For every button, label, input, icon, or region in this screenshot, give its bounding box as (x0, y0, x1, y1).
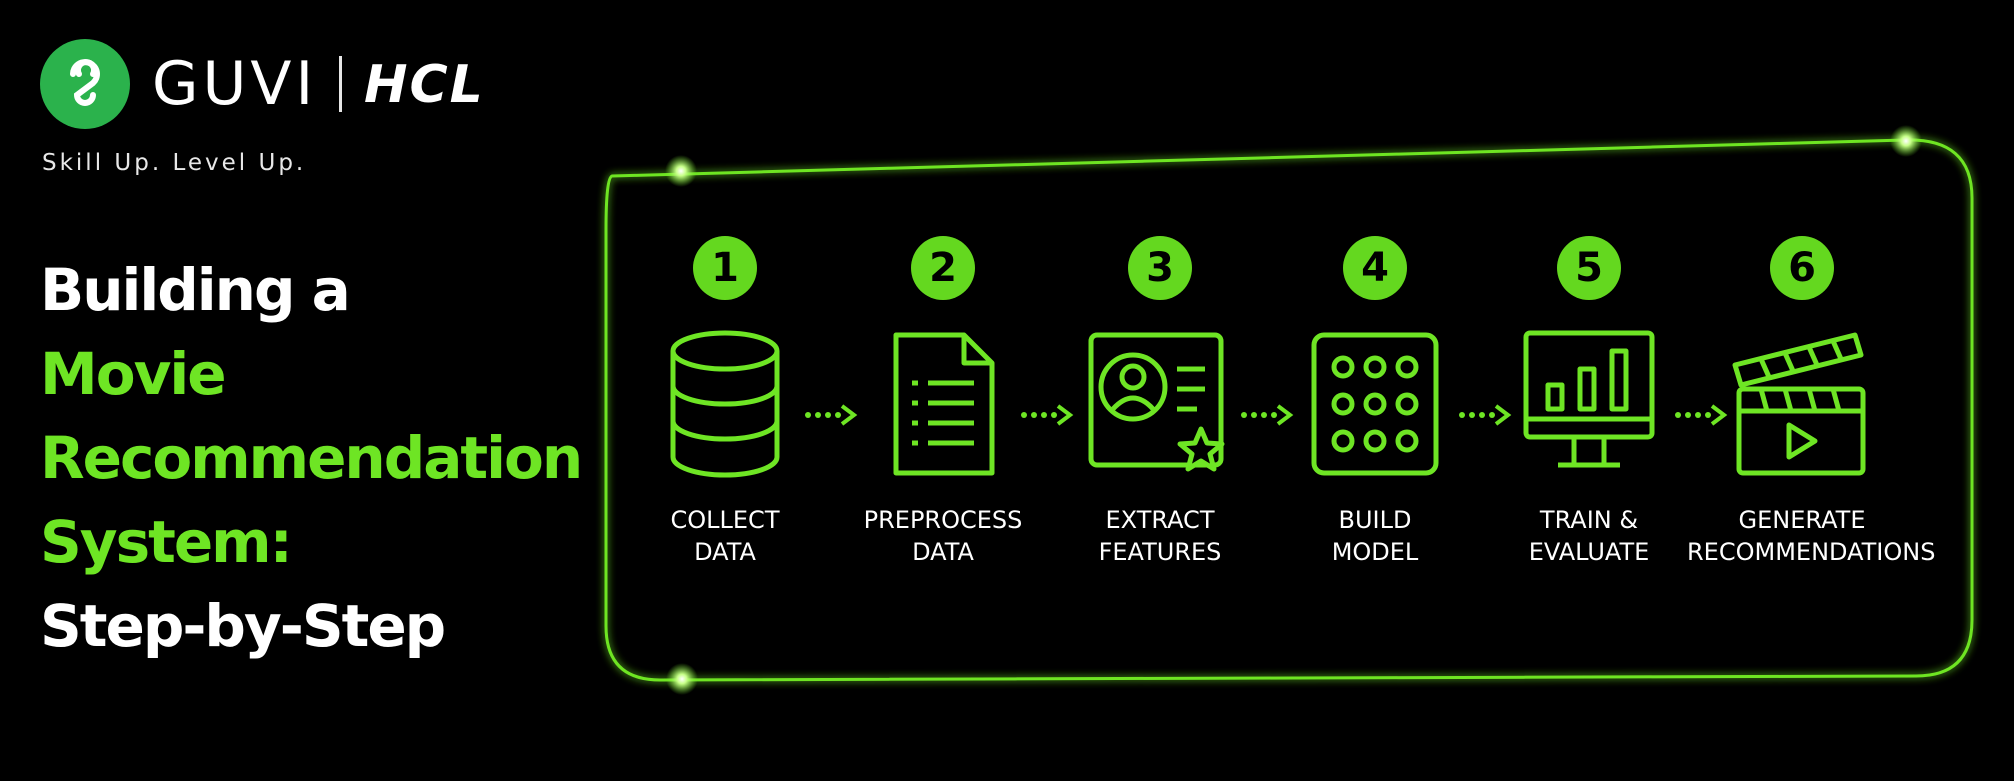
step-number-badge: 5 (1557, 236, 1621, 300)
step-number-badge: 2 (911, 236, 975, 300)
monitor-chart-icon (1474, 324, 1704, 484)
step-number-badge: 1 (693, 236, 757, 300)
step-number-badge: 6 (1770, 236, 1834, 300)
spark-icon (1890, 125, 1922, 157)
title-line-1: Building a (40, 256, 351, 324)
arrow-right-icon (1021, 404, 1074, 426)
title-line-3: Recommendation (40, 424, 583, 492)
hcl-wordmark: HCL (364, 60, 485, 108)
step-label: TRAIN &EVALUATE (1528, 506, 1650, 566)
arrow-right-icon (1241, 404, 1294, 426)
tagline: Skill Up. Level Up. (42, 150, 307, 176)
step-number-badge: 3 (1128, 236, 1192, 300)
logo-divider (339, 56, 343, 112)
spark-icon (665, 155, 697, 187)
title-line-5: Step-by-Step (40, 592, 446, 660)
grid-dots-icon (1260, 324, 1490, 484)
guvi-logo-icon (40, 39, 130, 129)
brand-logo: GUVI HCL (40, 38, 574, 130)
arrow-right-icon (1459, 404, 1512, 426)
spark-icon (666, 663, 698, 695)
document-icon (828, 324, 1058, 484)
clapperboard-icon (1687, 324, 1917, 484)
arrow-right-icon (1675, 404, 1728, 426)
step-number-badge: 4 (1343, 236, 1407, 300)
hcl-logo: HCL (364, 60, 574, 108)
guvi-wordmark: GUVI (152, 49, 318, 119)
page-title: Building a Movie Recommendation System: … (40, 248, 583, 668)
title-line-4: System: (40, 508, 293, 576)
database-icon (610, 324, 840, 484)
step-5: 5 TRAIN &EVALUATE (1474, 236, 1704, 568)
title-line-2: Movie (40, 340, 227, 408)
profile-card-icon (1045, 324, 1275, 484)
arrow-right-icon (805, 404, 858, 426)
